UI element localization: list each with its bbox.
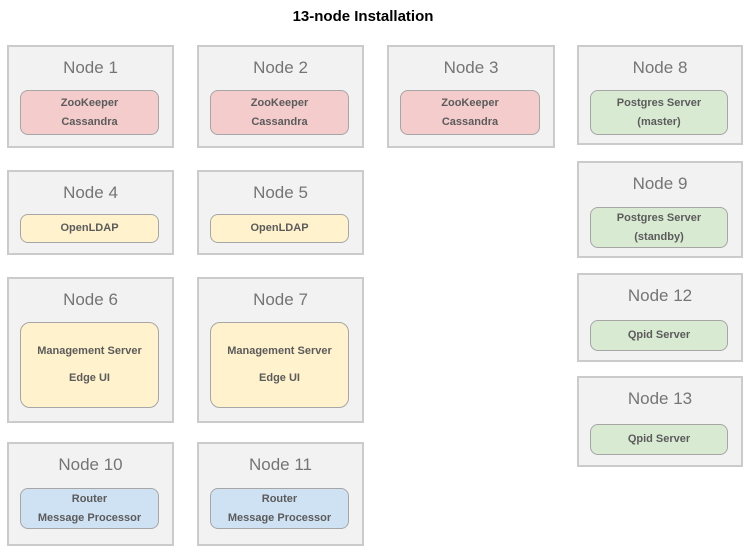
service-line: ZooKeeper <box>441 96 499 109</box>
node-3-service-box: ZooKeeper Cassandra <box>400 90 540 135</box>
node-9-service-box: Postgres Server (standby) <box>590 207 728 248</box>
node-6-label: Node 6 <box>63 290 118 309</box>
service-line: ZooKeeper <box>60 96 119 109</box>
node-12-service-box: Qpid Server <box>590 320 728 351</box>
node-11-label: Node 11 <box>248 455 312 474</box>
node-4-label: Node 4 <box>63 183 118 202</box>
node-3-card: Node 3 ZooKeeper Cassandra <box>387 45 555 148</box>
service-line: Cassandra <box>441 115 499 128</box>
node-8-label: Node 8 <box>632 58 688 77</box>
service-line: Edge UI <box>259 372 300 384</box>
node-3-label: Node 3 <box>443 58 499 77</box>
node-11-card: Node 11 Router Message Processor <box>197 442 364 546</box>
node-7-service-box: Management Server Edge UI <box>210 322 349 408</box>
service-line: Qpid Server <box>627 329 691 341</box>
service-line: Qpid Server <box>627 433 691 445</box>
node-4-card: Node 4 OpenLDAP <box>7 170 174 255</box>
node-6-service-box: Management Server Edge UI <box>20 322 159 408</box>
node-10-card: Node 10 Router Message Processor <box>7 442 174 546</box>
node-13-card: Node 13 Qpid Server <box>577 376 743 467</box>
service-line: ZooKeeper <box>250 96 309 109</box>
service-line: Cassandra <box>251 115 308 128</box>
service-line: OpenLDAP <box>60 222 119 234</box>
service-line: Management Server <box>37 345 142 357</box>
service-line: OpenLDAP <box>250 222 309 234</box>
node-5-service-box: OpenLDAP <box>210 214 349 243</box>
service-line: (master) <box>637 115 681 128</box>
service-line: Message Processor <box>227 511 332 524</box>
node-8-card: Node 8 Postgres Server (master) <box>577 45 743 145</box>
node-4-service-box: OpenLDAP <box>20 214 159 243</box>
service-line: Postgres Server <box>616 96 702 109</box>
node-5-label: Node 5 <box>253 183 308 202</box>
diagram-title: 13-node Installation <box>292 8 434 25</box>
node-12-label: Node 12 <box>627 286 693 305</box>
node-1-label: Node 1 <box>63 58 118 77</box>
service-line: Message Processor <box>37 511 142 524</box>
node-1-card: Node 1 ZooKeeper Cassandra <box>7 45 174 148</box>
node-7-label: Node 7 <box>253 290 308 309</box>
node-10-label: Node 10 <box>58 455 123 474</box>
node-6-card: Node 6 Management Server Edge UI <box>7 277 174 423</box>
service-line: (standby) <box>634 230 684 243</box>
node-1-service-box: ZooKeeper Cassandra <box>20 90 159 135</box>
node-2-card: Node 2 ZooKeeper Cassandra <box>197 45 364 148</box>
node-10-service-box: Router Message Processor <box>20 488 159 529</box>
node-13-service-box: Qpid Server <box>590 424 728 455</box>
node-7-card: Node 7 Management Server Edge UI <box>197 277 364 423</box>
node-12-card: Node 12 Qpid Server <box>577 273 743 362</box>
node-13-label: Node 13 <box>627 389 693 408</box>
node-9-label: Node 9 <box>632 174 688 193</box>
service-line: Cassandra <box>61 115 118 128</box>
node-2-service-box: ZooKeeper Cassandra <box>210 90 349 135</box>
service-line: Router <box>71 492 108 505</box>
node-2-label: Node 2 <box>253 58 308 77</box>
node-8-service-box: Postgres Server (master) <box>590 90 728 135</box>
service-line: Postgres Server <box>616 211 702 224</box>
service-line: Management Server <box>227 345 332 357</box>
service-line: Router <box>261 492 298 505</box>
node-9-card: Node 9 Postgres Server (standby) <box>577 161 743 258</box>
node-5-card: Node 5 OpenLDAP <box>197 170 364 255</box>
service-line: Edge UI <box>69 372 110 384</box>
node-11-service-box: Router Message Processor <box>210 488 349 529</box>
